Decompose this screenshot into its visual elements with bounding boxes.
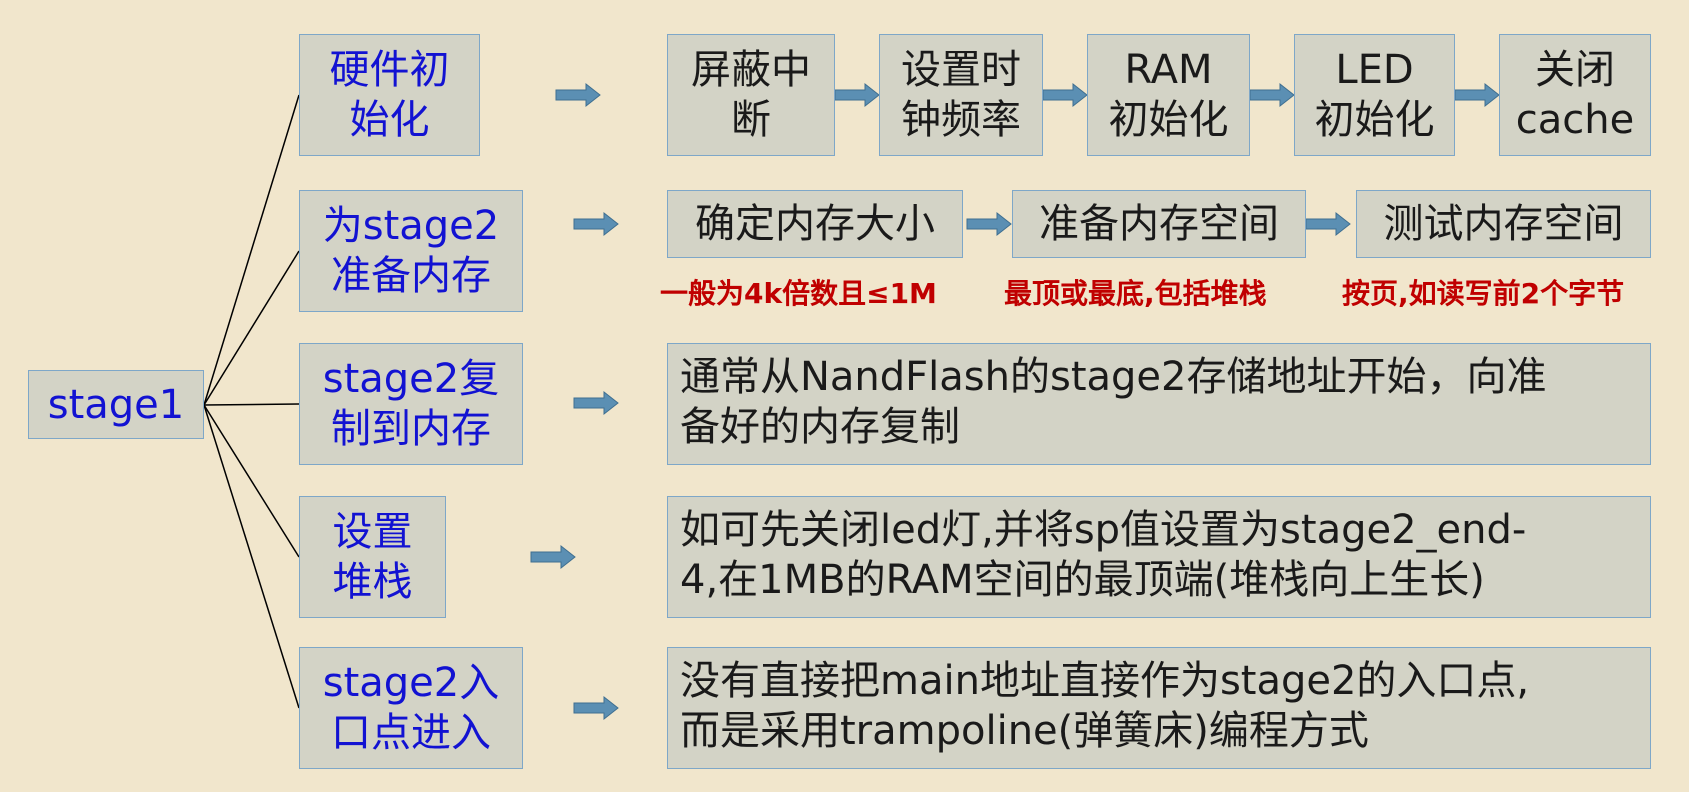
note-space: 最顶或最底,包括堆栈 [1004, 277, 1267, 310]
desc-stack: 如可先关闭led灯,并将sp值设置为stage2_end- 4,在1MB的RAM… [667, 496, 1651, 618]
arrow-icon [573, 212, 619, 236]
chain-determine-size: 确定内存大小 [667, 190, 963, 258]
arrow-icon [966, 212, 1012, 236]
branch-line-5 [203, 404, 300, 709]
arrow-icon [1305, 212, 1351, 236]
step-copy-to-memory: stage2复 制到内存 [299, 343, 523, 465]
step-enter-stage2: stage2入 口点进入 [299, 647, 523, 769]
chain-mask-interrupt: 屏蔽中 断 [667, 34, 835, 156]
root-node: stage1 [28, 370, 204, 439]
arrow-icon [573, 696, 619, 720]
chain-ram-init: RAM 初始化 [1087, 34, 1250, 156]
step-prepare-memory: 为stage2 准备内存 [299, 190, 523, 312]
chain-test-space: 测试内存空间 [1356, 190, 1651, 258]
arrow-icon [1454, 83, 1500, 107]
chain-set-clock: 设置时 钟频率 [879, 34, 1043, 156]
note-size: 一般为4k倍数且≤1M [660, 277, 937, 310]
step-hardware-init: 硬件初 始化 [299, 34, 480, 156]
chain-prepare-space: 准备内存空间 [1012, 190, 1306, 258]
chain-led-init: LED 初始化 [1294, 34, 1455, 156]
arrow-icon [1249, 83, 1295, 107]
note-test: 按页,如读写前2个字节 [1342, 277, 1625, 310]
branch-line-2 [203, 250, 300, 406]
arrow-icon [555, 83, 601, 107]
arrow-icon [530, 545, 576, 569]
branch-line-4 [203, 404, 300, 558]
arrow-icon [834, 83, 880, 107]
step-setup-stack: 设置 堆栈 [299, 496, 446, 618]
branch-line-1 [203, 94, 300, 406]
arrow-icon [573, 391, 619, 415]
arrow-icon [1042, 83, 1088, 107]
desc-copy: 通常从NandFlash的stage2存储地址开始，向准 备好的内存复制 [667, 343, 1651, 465]
branch-line-3 [203, 403, 300, 406]
desc-entry: 没有直接把main地址直接作为stage2的入口点, 而是采用trampolin… [667, 647, 1651, 769]
chain-close-cache: 关闭 cache [1499, 34, 1651, 156]
